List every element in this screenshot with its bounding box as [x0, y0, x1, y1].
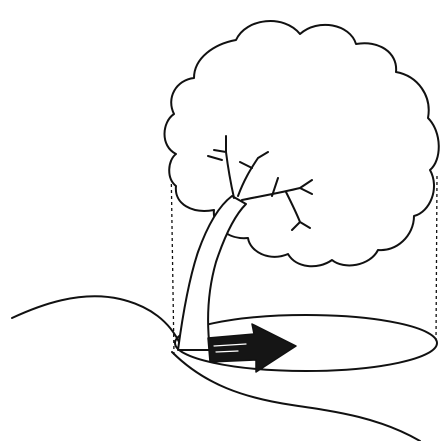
ground-line-upper — [12, 296, 180, 344]
tree-canopy — [165, 21, 439, 266]
left-guide-line — [171, 160, 174, 356]
right-guide-line — [436, 176, 437, 344]
